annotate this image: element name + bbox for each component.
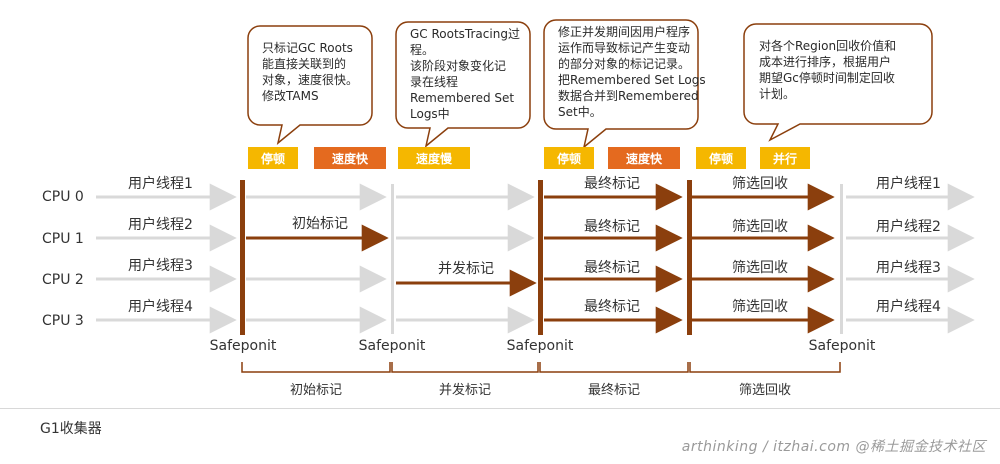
tag-fast-2: 速度快 bbox=[608, 147, 680, 169]
phase-label-cleanup: 筛选回收 bbox=[732, 219, 788, 235]
phase-label-final: 最终标记 bbox=[584, 176, 640, 192]
bubble-line: 运作而导致标记产生变动 bbox=[558, 40, 690, 55]
safepoint-label: Safeponit bbox=[210, 338, 277, 354]
tag-label: 停顿 bbox=[261, 151, 285, 166]
bubble-line: 成本进行排序，根据用户 bbox=[759, 54, 891, 69]
tag-label: 速度快 bbox=[332, 151, 369, 166]
bubble-line: 计划。 bbox=[759, 87, 795, 101]
bubble-line: 录在线程 bbox=[410, 74, 458, 89]
bubble-initial-mark: 只标记GC Roots 能直接关联到的 对象，速度很快。 修改TAMS bbox=[247, 25, 373, 145]
bubble-line: 该阶段对象变化记 bbox=[410, 58, 506, 73]
user-thread-label: 用户线程2 bbox=[876, 218, 941, 235]
user-thread-label: 用户线程4 bbox=[128, 298, 193, 315]
bubble-line: Set中。 bbox=[558, 104, 602, 119]
phase-label-cleanup: 筛选回收 bbox=[732, 260, 788, 276]
safepoint-bar bbox=[240, 180, 245, 335]
tag-label: 速度慢 bbox=[416, 151, 453, 166]
footer-divider bbox=[0, 408, 1000, 409]
bubble-line: 能直接关联到的 bbox=[262, 56, 346, 71]
bubble-line: 期望Gc停顿时间制定回收 bbox=[759, 70, 895, 85]
user-thread-label: 用户线程3 bbox=[128, 257, 193, 274]
safepoint-bar bbox=[538, 180, 543, 335]
bubble-line: 的部分对象的标记记录。 bbox=[558, 56, 690, 71]
bubble-line: Logs中 bbox=[410, 106, 450, 121]
tag-pause-2: 停顿 bbox=[544, 147, 594, 169]
phase-bracket bbox=[539, 362, 689, 373]
tag-slow: 速度慢 bbox=[398, 147, 470, 169]
footer-title: G1收集器 bbox=[40, 421, 102, 437]
phase-label-final: 最终标记 bbox=[584, 299, 640, 315]
tag-pause-1: 停顿 bbox=[248, 147, 298, 169]
user-thread-label: 用户线程2 bbox=[128, 216, 193, 233]
phase-boundary bbox=[840, 184, 843, 334]
safepoint-label: Safeponit bbox=[507, 338, 574, 354]
phase-bracket bbox=[391, 362, 539, 373]
cpu-label: CPU 3 bbox=[42, 313, 84, 329]
cpu-label: CPU 0 bbox=[42, 189, 84, 205]
phase-label-final: 最终标记 bbox=[584, 260, 640, 276]
phase-label-cleanup: 筛选回收 bbox=[732, 176, 788, 192]
phase-boundary bbox=[687, 180, 692, 335]
bubble-cleanup: 对各个Region回收价值和 成本进行排序，根据用户 期望Gc停顿时间制定回收 … bbox=[743, 23, 933, 142]
phase-label-initial: 初始标记 bbox=[292, 215, 348, 232]
phase-bracket bbox=[241, 362, 391, 373]
phase-bracket bbox=[689, 362, 841, 373]
bottom-phase-label: 筛选回收 bbox=[739, 383, 791, 398]
bottom-phase-label: 初始标记 bbox=[290, 383, 342, 398]
user-thread-label: 用户线程1 bbox=[128, 175, 193, 192]
safepoint-label: Safeponit bbox=[809, 338, 876, 354]
cpu-label: CPU 1 bbox=[42, 231, 84, 247]
bubble-line: 对各个Region回收价值和 bbox=[759, 38, 896, 53]
cpu-label: CPU 2 bbox=[42, 272, 84, 288]
bubble-line: 程。 bbox=[410, 42, 434, 57]
phase-label-final: 最终标记 bbox=[584, 219, 640, 235]
bubble-line: Remembered Set bbox=[410, 91, 514, 105]
tag-pause-3: 停顿 bbox=[696, 147, 746, 169]
tag-label: 并行 bbox=[773, 151, 797, 166]
bubble-line: 修正并发期间因用户程序 bbox=[558, 24, 690, 39]
user-thread-label: 用户线程1 bbox=[876, 175, 941, 192]
bubble-line: 对象，速度很快。 bbox=[262, 72, 358, 87]
safepoint-label: Safeponit bbox=[359, 338, 426, 354]
bubble-final-mark: 修正并发期间因用户程序 运作而导致标记产生变动 的部分对象的标记记录。 把Rem… bbox=[543, 19, 706, 149]
bubble-line: 数据合并到Remembered bbox=[558, 88, 699, 103]
bubble-line: 把Remembered Set Logs bbox=[558, 73, 706, 87]
phase-label-concurrent: 并发标记 bbox=[438, 261, 494, 277]
bottom-phase-label: 并发标记 bbox=[439, 382, 491, 398]
bubble-line: 只标记GC Roots bbox=[262, 41, 353, 55]
bubble-concurrent-mark: GC RootsTracing过 程。 该阶段对象变化记 录在线程 Rememb… bbox=[395, 21, 531, 148]
tag-parallel: 并行 bbox=[760, 147, 810, 169]
bubble-line: GC RootsTracing过 bbox=[410, 27, 520, 41]
tag-label: 停顿 bbox=[557, 151, 581, 166]
phase-label-cleanup: 筛选回收 bbox=[732, 299, 788, 315]
tag-label: 停顿 bbox=[709, 151, 733, 166]
bottom-phase-label: 最终标记 bbox=[588, 382, 640, 398]
user-thread-label: 用户线程3 bbox=[876, 259, 941, 276]
watermark: arthinking / itzhai.com @稀土掘金技术社区 bbox=[681, 439, 986, 455]
tag-label: 速度快 bbox=[626, 151, 663, 166]
tag-fast-1: 速度快 bbox=[314, 147, 386, 169]
user-thread-label: 用户线程4 bbox=[876, 298, 941, 315]
phase-boundary bbox=[391, 184, 394, 334]
bubble-line: 修改TAMS bbox=[262, 88, 319, 103]
